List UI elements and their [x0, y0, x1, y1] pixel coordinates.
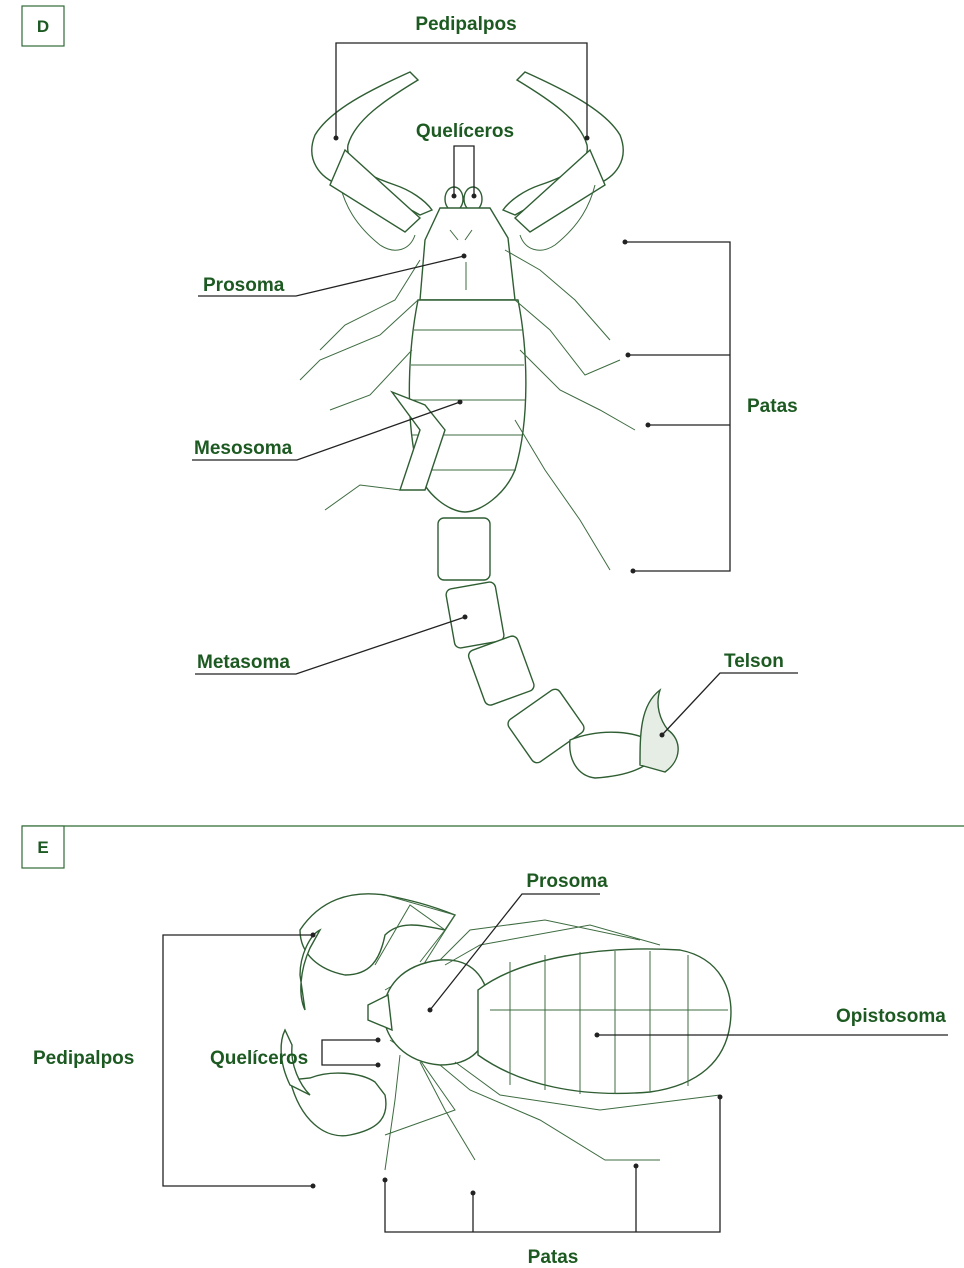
label-prosoma-e: Prosoma [526, 871, 608, 892]
label-pedipalpos-d: Pedipalpos [415, 14, 516, 35]
panel-d: D [22, 6, 798, 778]
label-patas-e: Patas [528, 1247, 579, 1268]
arachnid-illustration [281, 894, 731, 1170]
panel-e: E Prosoma [22, 826, 948, 1268]
label-prosoma-d: Prosoma [203, 275, 285, 296]
panel-d-letter: D [37, 17, 49, 36]
label-metasoma-d: Metasoma [197, 652, 290, 673]
leader-patas-d [623, 240, 731, 574]
leader-patas-e [383, 1095, 723, 1233]
label-patas-d: Patas [747, 396, 798, 417]
label-pedipalpos-e: Pedipalpos [33, 1048, 134, 1069]
panel-e-letter: E [37, 838, 48, 857]
scorpion-illustration [300, 72, 678, 778]
label-queliceros-d: Quelíceros [416, 121, 514, 142]
leader-queliceros-e [322, 1040, 378, 1065]
leader-telson-d [662, 673, 798, 735]
label-telson-d: Telson [724, 651, 784, 672]
label-opistosoma-e: Opistosoma [836, 1006, 946, 1027]
label-mesosoma-d: Mesosoma [194, 438, 293, 459]
label-queliceros-e: Quelíceros [210, 1048, 308, 1069]
